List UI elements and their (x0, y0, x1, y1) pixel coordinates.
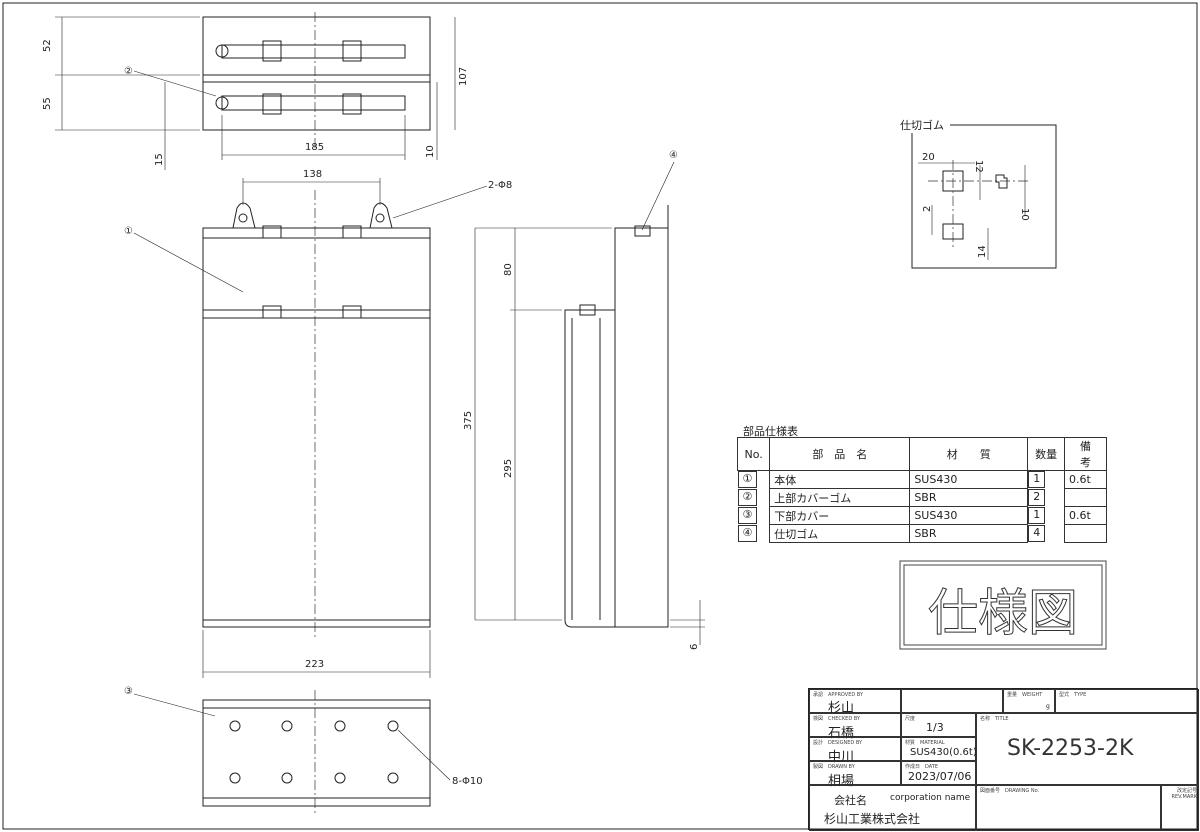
material: SUS430(0.6t) (910, 747, 977, 758)
cell-note: 0.6t (1064, 506, 1107, 525)
dim-375: 375 (463, 411, 474, 430)
callout-2: ② (124, 66, 133, 77)
approved-by: 杉山 (828, 701, 855, 716)
dim-80: 80 (503, 263, 514, 276)
dim-20: 20 (922, 152, 935, 163)
scale: 1/3 (926, 721, 944, 734)
dim-138: 138 (303, 169, 322, 180)
cell-no: ③ (737, 506, 758, 524)
title-block: .c{position:absolute;border:1px solid #3… (808, 688, 1199, 831)
top-view: 52 55 107 15 10 185 ② (42, 12, 469, 170)
dim-107: 107 (458, 67, 469, 86)
type-label: 型式 TYPE (1059, 692, 1087, 698)
title-label: 名称 TITLE (980, 716, 1009, 722)
checked-label: 検図 CHECKED BY (813, 716, 860, 722)
side-view: 80 375 295 6 ④ (463, 150, 705, 650)
stamp-text: 仕様図 (928, 584, 1078, 642)
parts-table-title: 部品仕様表 (743, 425, 798, 438)
cell-note (1064, 488, 1107, 507)
material-label: 材質 MATERIAL (905, 740, 945, 746)
date-label: 作成日 DATE (905, 764, 939, 770)
cell-note (1064, 524, 1107, 543)
dim-8-phi10: 8-Φ10 (452, 776, 483, 787)
cell-no: ④ (737, 524, 758, 542)
partition-rubber-detail: 仕切ゴム 20 12 10 2 14 (900, 118, 1057, 269)
cell-no: ① (737, 471, 758, 488)
cell-qty: 2 (1028, 488, 1046, 506)
cell-qty: 1 (1028, 506, 1046, 524)
cell-material: SBR (909, 488, 1029, 507)
callout-1: ① (124, 226, 133, 237)
col-material: 材 質 (909, 437, 1029, 471)
col-name: 部 品 名 (769, 437, 911, 471)
front-view: 138 2-Φ8 ① 223 (124, 169, 512, 678)
date: 2023/07/06 (908, 770, 972, 783)
company-label-en: corporation name (890, 793, 971, 803)
designed-label: 設計 DESIGNED BY (813, 740, 863, 746)
company-label: 会社名 (834, 794, 867, 807)
cell-no: ② (737, 488, 758, 506)
dim-223: 223 (305, 659, 324, 670)
company-name: 杉山工業株式会社 (824, 812, 921, 826)
dim-12: 12 (973, 160, 984, 173)
callout-4: ④ (669, 150, 678, 161)
dim-hole-2-phi8: 2-Φ8 (488, 180, 512, 191)
bottom-view: ③ 8-Φ10 (124, 686, 483, 815)
drawing-no-label: 図面番号 DRAWING No. (980, 788, 1040, 794)
dim-10-detail: 10 (1019, 208, 1030, 221)
dim-295: 295 (503, 459, 514, 478)
col-note: 備 考 (1064, 437, 1113, 471)
dim-185: 185 (305, 142, 324, 153)
weight-unit: g (1046, 703, 1050, 710)
cell-note: 0.6t (1064, 470, 1107, 489)
dim-14: 14 (977, 245, 988, 258)
dim-15: 15 (154, 153, 165, 166)
cell-name: 仕切ゴム (769, 524, 911, 543)
cell-qty: 1 (1028, 471, 1046, 488)
cell-material: SBR (909, 524, 1029, 543)
approved-label: 承認 APPROVED BY (813, 692, 864, 698)
callout-3: ③ (124, 686, 133, 697)
dim-10: 10 (425, 145, 436, 158)
col-no: No. (736, 437, 771, 471)
detail-title: 仕切ゴム (900, 118, 944, 132)
cell-material: SUS430 (909, 470, 1029, 489)
cell-name: 下部カバー (769, 506, 911, 525)
scale-label: 尺度 (905, 716, 916, 722)
drawing-title: SK-2253-2K (1007, 736, 1134, 761)
cell-qty: 4 (1028, 524, 1046, 542)
cell-name: 上部カバーゴム (769, 488, 911, 507)
spec-drawing-stamp: 仕様図 (899, 560, 1107, 650)
dim-52: 52 (42, 39, 53, 52)
cell-material: SUS430 (909, 506, 1029, 525)
dim-55: 55 (42, 97, 53, 110)
cell-name: 本体 (769, 470, 911, 489)
col-qty: 数量 (1027, 437, 1065, 471)
rev-mark-label: 改定記号 REV.MARK (1171, 788, 1198, 800)
dim-6: 6 (689, 644, 700, 650)
drawn-label: 製図 DRAWN BY (813, 764, 855, 770)
weight-label: 重量 WEIGHT (1007, 692, 1043, 698)
dim-2: 2 (922, 206, 933, 212)
